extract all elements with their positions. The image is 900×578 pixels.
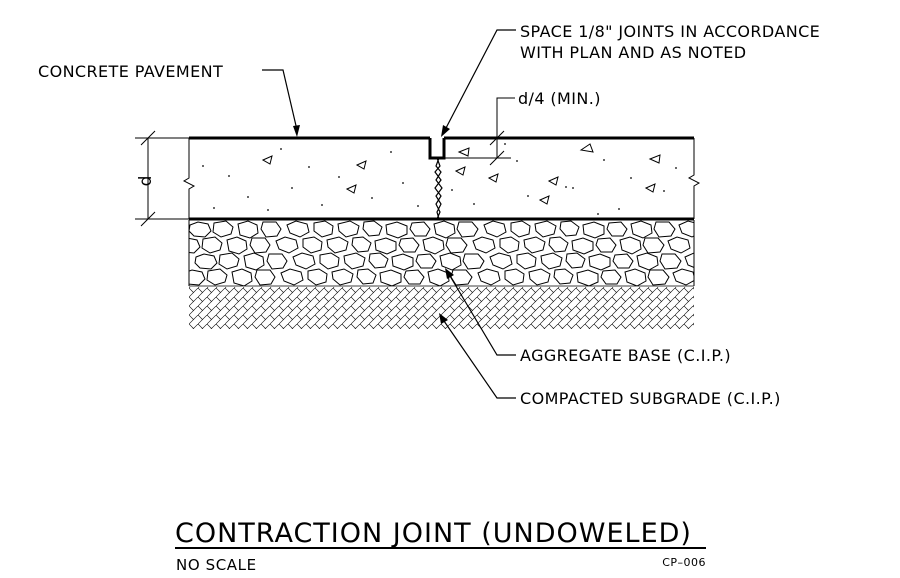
arrowhead-icon bbox=[441, 125, 450, 137]
thickness-dimension bbox=[135, 130, 189, 227]
concrete-slab bbox=[182, 136, 701, 221]
concrete-dots bbox=[202, 143, 677, 215]
joint-spacing-leader bbox=[445, 29, 516, 129]
detail-code: CP–006 bbox=[662, 556, 706, 569]
aggregate-base-label: AGGREGATE BASE (C.I.P.) bbox=[520, 346, 731, 365]
concrete-pavement-leader bbox=[262, 69, 298, 131]
concrete-stipple bbox=[261, 143, 661, 205]
concrete-pavement-label: CONCRETE PAVEMENT bbox=[38, 62, 223, 81]
scale-note: NO SCALE bbox=[176, 556, 257, 574]
joint-spacing-line2: WITH PLAN AND AS NOTED bbox=[520, 43, 746, 62]
joint-crack bbox=[434, 157, 443, 220]
joint-depth-dimension bbox=[444, 97, 515, 166]
compacted-subgrade-label: COMPACTED SUBGRADE (C.I.P.) bbox=[520, 389, 781, 408]
detail-title: CONTRACTION JOINT (UNDOWELED) bbox=[175, 518, 692, 549]
arrowhead-icon bbox=[439, 313, 448, 324]
joint-depth-label: d/4 (MIN.) bbox=[518, 89, 601, 108]
thickness-label: d bbox=[136, 176, 156, 187]
aggregate-base-leader bbox=[449, 275, 516, 356]
aggregate-base bbox=[189, 220, 694, 286]
arrowhead-icon bbox=[445, 268, 454, 279]
joint-spacing-line1: SPACE 1/8" JOINTS IN ACCORDANCE bbox=[520, 22, 820, 41]
arrowhead-icon bbox=[293, 125, 300, 137]
compacted-subgrade-leader bbox=[443, 320, 516, 399]
